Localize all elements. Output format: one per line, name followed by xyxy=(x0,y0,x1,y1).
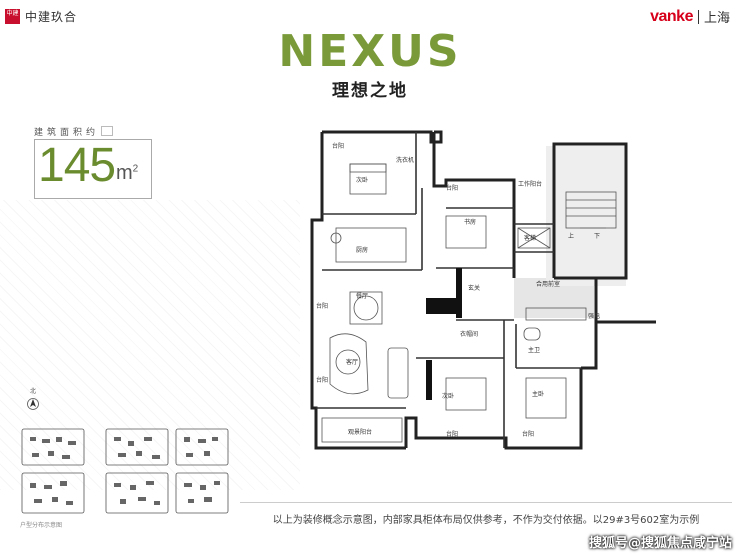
svg-text:餐厅: 餐厅 xyxy=(356,292,368,300)
svg-text:观景阳台: 观景阳台 xyxy=(348,428,372,436)
svg-text:次卧: 次卧 xyxy=(356,176,368,184)
floor-plan-inner-walls xyxy=(316,132,581,448)
city-label: 上海 xyxy=(703,11,730,26)
floor-plan-room-labels: 台阳 次卧 洗衣机 厨房 台阳 书房 工作阳台 客梯 合用前室 玄关 餐厅 客厅… xyxy=(316,142,600,438)
svg-text:次卧: 次卧 xyxy=(442,392,454,400)
svg-text:衣帽间: 衣帽间 xyxy=(460,330,478,338)
svg-text:台阳: 台阳 xyxy=(446,430,458,438)
area-tag xyxy=(101,126,113,136)
svg-text:厨房: 厨房 xyxy=(356,246,368,254)
svg-text:合用前室: 合用前室 xyxy=(536,280,560,288)
area-frame xyxy=(34,139,152,199)
svg-text:主卧: 主卧 xyxy=(532,390,544,398)
logo-divider xyxy=(697,9,699,24)
svg-text:台阳: 台阳 xyxy=(332,142,344,150)
area-badge: 建筑面积约 145 m2 xyxy=(34,124,154,200)
svg-text:书房: 书房 xyxy=(464,218,476,226)
compass-arrow-icon xyxy=(27,398,39,410)
svg-text:台阳: 台阳 xyxy=(316,302,328,310)
svg-text:工作阳台: 工作阳台 xyxy=(518,180,542,188)
compass-north-label: 北 xyxy=(29,388,36,395)
area-unit: m2 xyxy=(116,162,139,184)
svg-text:台阳: 台阳 xyxy=(446,184,458,192)
developer-seal-icon: 中建 xyxy=(5,9,20,24)
svg-text:玄关: 玄关 xyxy=(468,284,480,292)
developer-logo: 中建 中建玖合 xyxy=(5,8,77,25)
floor-plan: 台阳 次卧 洗衣机 厨房 台阳 书房 工作阳台 客梯 合用前室 玄关 餐厅 客厅… xyxy=(310,130,656,450)
area-value: 145 xyxy=(38,139,116,192)
project-title: NEXUS xyxy=(278,26,462,77)
svg-text:上: 上 xyxy=(568,232,574,240)
floor-plan-outer-walls xyxy=(310,130,656,450)
svg-text:客厅: 客厅 xyxy=(346,358,358,366)
project-slogan: 理想之地 xyxy=(332,81,408,101)
source-watermark: 搜狐号@搜狐焦点咸宁站 xyxy=(588,536,732,551)
site-plan-thumbnail xyxy=(21,428,229,514)
site-plan-caption: 户型分布示意图 xyxy=(20,522,63,529)
disclaimer-text: 以上为装修概念示意图，内部家具柜体布局仅供参考，不作为交付依据。以29#3号60… xyxy=(240,502,732,526)
svg-text:强电: 强电 xyxy=(588,312,600,320)
area-label: 建筑面积约 xyxy=(34,124,154,138)
svg-text:客梯: 客梯 xyxy=(524,234,536,242)
floor-plan-wardrobes xyxy=(426,268,462,400)
floor-plan-shading xyxy=(514,146,626,318)
compass: 北 xyxy=(25,386,41,410)
svg-text:台阳: 台阳 xyxy=(522,430,534,438)
svg-text:主卫: 主卫 xyxy=(528,346,540,354)
svg-text:下: 下 xyxy=(594,233,600,240)
vanke-logo: vanke 上海 xyxy=(650,7,730,27)
svg-text:台阳: 台阳 xyxy=(316,376,328,384)
developer-name: 中建玖合 xyxy=(25,10,78,24)
floor-plan-furniture xyxy=(321,163,617,443)
svg-text:洗衣机: 洗衣机 xyxy=(396,156,414,164)
vanke-wordmark: vanke xyxy=(650,7,693,25)
